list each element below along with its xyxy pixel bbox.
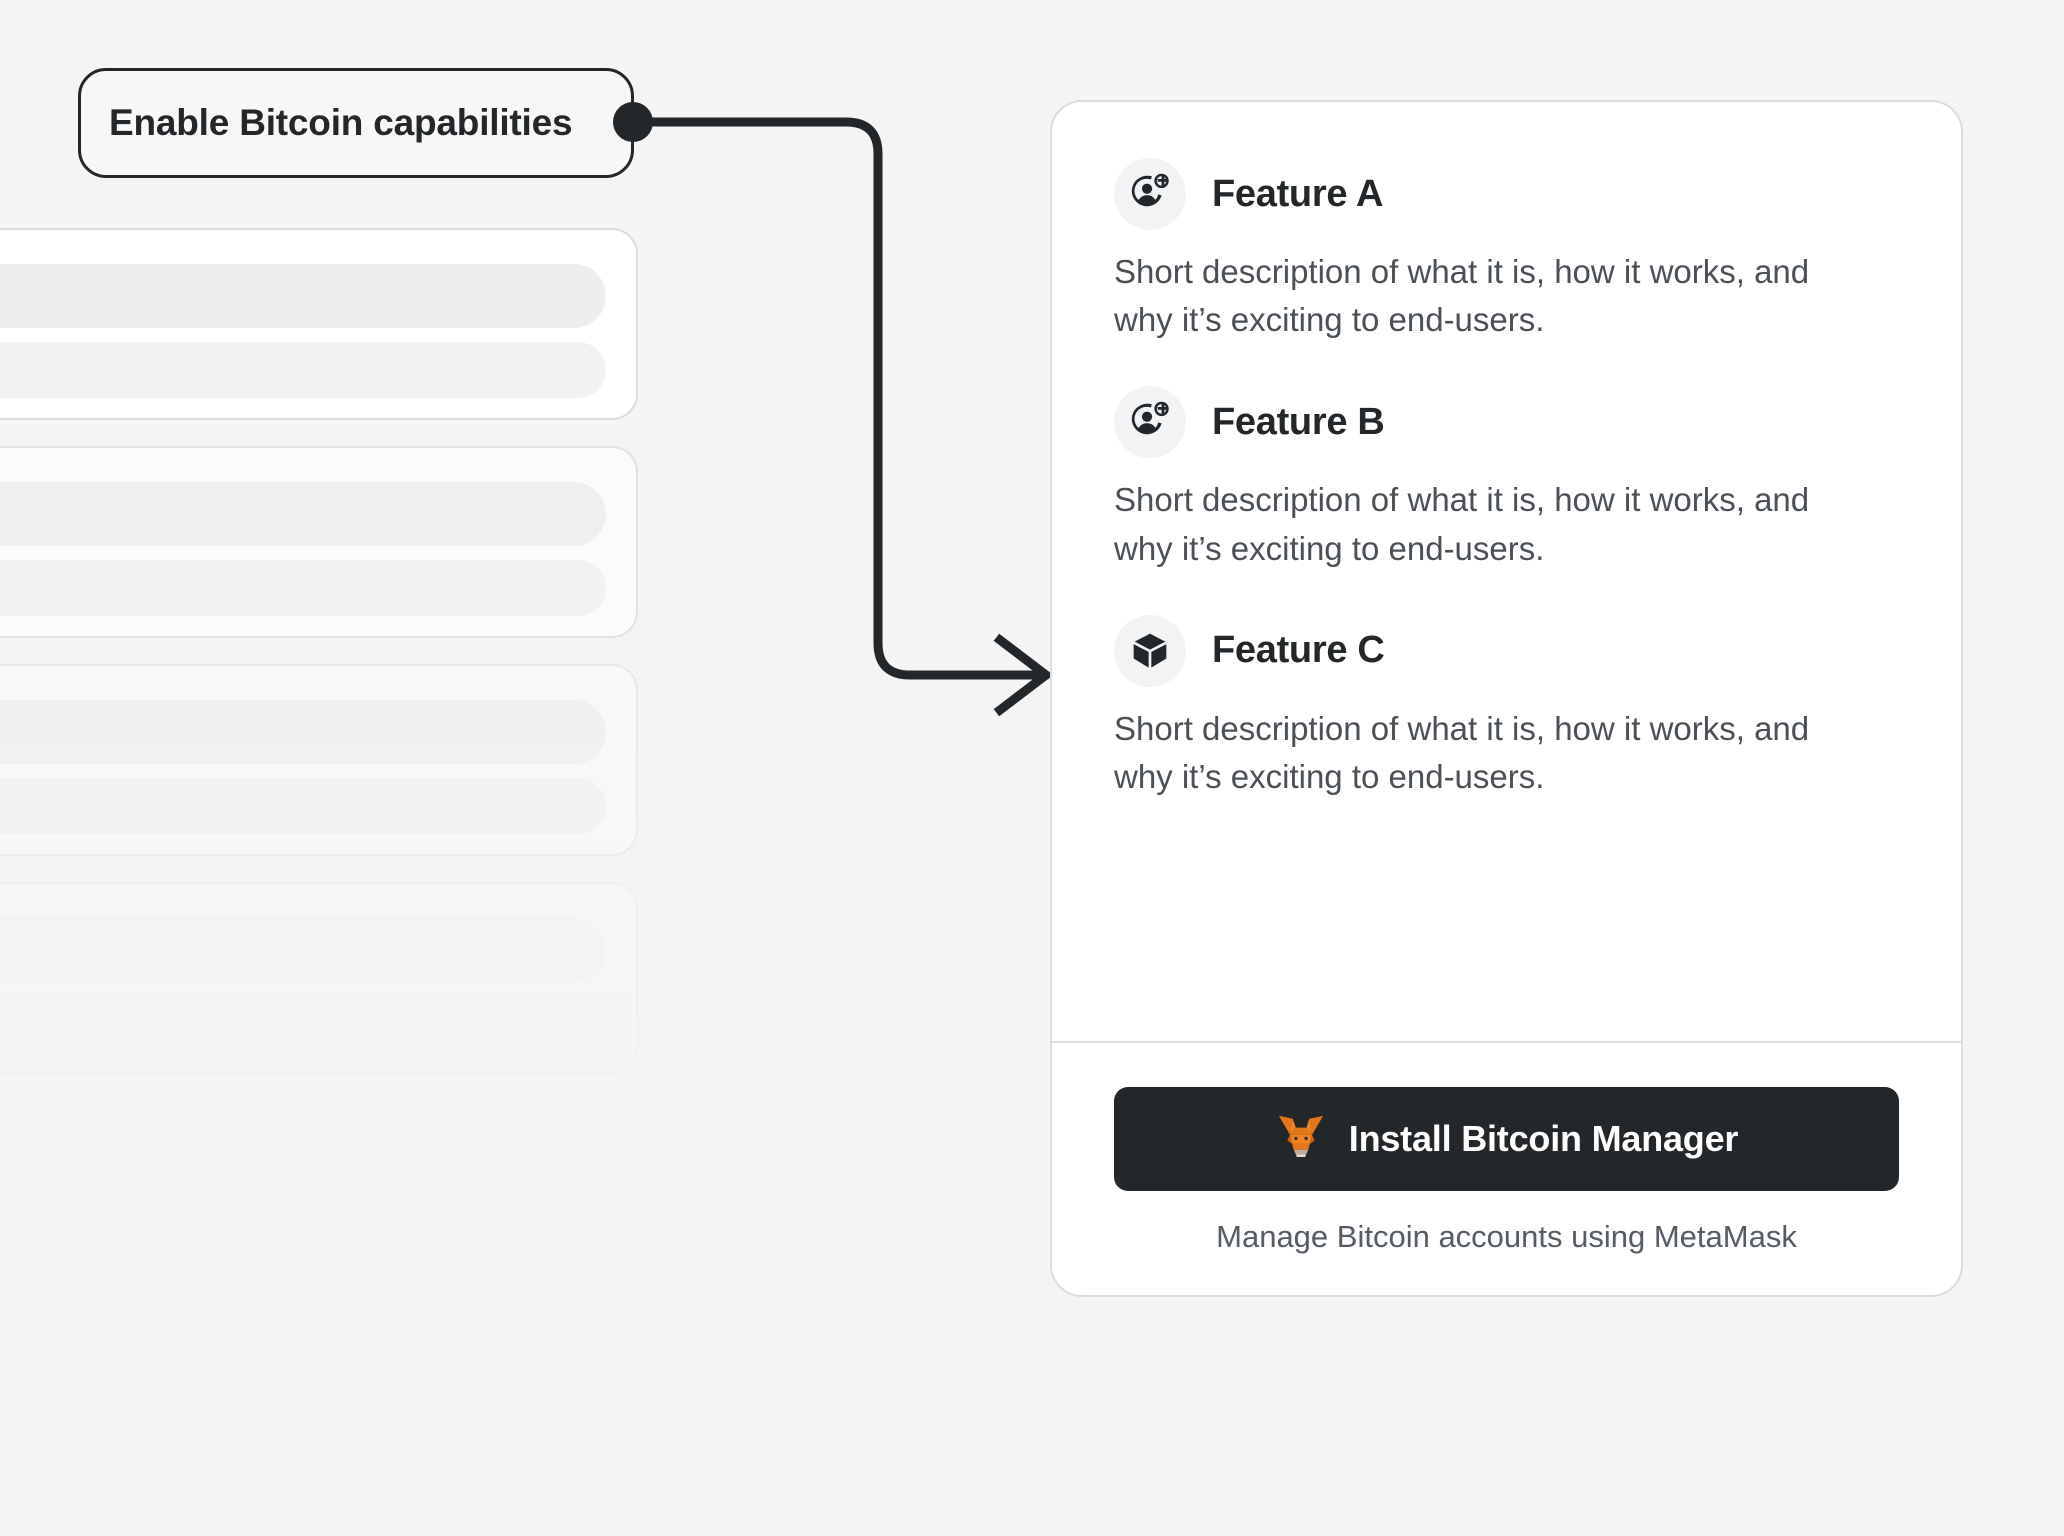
skeleton-card bbox=[0, 882, 638, 1074]
skeleton-bar-primary bbox=[0, 918, 606, 982]
skeleton-bar-primary bbox=[0, 1136, 606, 1200]
feature-item: Feature C Short description of what it i… bbox=[1114, 614, 1899, 801]
skeleton-bar-secondary bbox=[0, 1432, 606, 1488]
feature-header: Feature A bbox=[1114, 158, 1899, 230]
skeleton-card bbox=[0, 1318, 638, 1510]
skeleton-bar-secondary bbox=[0, 778, 606, 834]
skeleton-bar-secondary bbox=[0, 1214, 606, 1270]
skeleton-bar-primary bbox=[0, 482, 606, 546]
feature-description: Short description of what it is, how it … bbox=[1114, 481, 1810, 567]
skeleton-bar-secondary bbox=[0, 342, 606, 398]
cube-icon bbox=[1114, 614, 1186, 687]
card-divider bbox=[1052, 1041, 1961, 1043]
feature-card: Feature A Short description of what it i… bbox=[1050, 100, 1963, 1297]
skeleton-card bbox=[0, 446, 638, 638]
install-bitcoin-manager-button[interactable]: Install Bitcoin Manager bbox=[1114, 1087, 1899, 1191]
skeleton-card bbox=[0, 664, 638, 856]
skeleton-bar-secondary bbox=[0, 560, 606, 616]
feature-description: Short description of what it is, how it … bbox=[1114, 253, 1810, 339]
callout-label-text: Enable Bitcoin capabilities bbox=[109, 102, 573, 143]
skeleton-bar-secondary bbox=[0, 996, 606, 1052]
feature-description: Short description of what it is, how it … bbox=[1114, 709, 1810, 795]
feature-item: Feature A Short description of what it i… bbox=[1114, 158, 1899, 344]
feature-header: Feature B bbox=[1114, 386, 1899, 459]
feature-header: Feature C bbox=[1114, 614, 1899, 687]
install-caption: Manage Bitcoin accounts using MetaMask bbox=[1216, 1219, 1797, 1254]
callout-label: Enable Bitcoin capabilities bbox=[78, 68, 634, 178]
skeleton-card bbox=[0, 228, 638, 420]
skeleton-card-stack bbox=[0, 228, 638, 1536]
install-button-label: Install Bitcoin Manager bbox=[1348, 1118, 1739, 1159]
skeleton-bar-primary bbox=[0, 1354, 606, 1418]
skeleton-card bbox=[0, 1100, 638, 1292]
skeleton-bar-primary bbox=[0, 264, 606, 328]
skeleton-bar-primary bbox=[0, 700, 606, 764]
user-add-icon bbox=[1114, 386, 1186, 459]
user-add-icon bbox=[1114, 158, 1186, 230]
feature-list: Feature A Short description of what it i… bbox=[1052, 102, 1961, 1041]
metamask-fox-icon bbox=[1275, 1113, 1327, 1166]
feature-title: Feature A bbox=[1212, 172, 1384, 215]
feature-item: Feature B Short description of what it i… bbox=[1114, 386, 1899, 572]
feature-title: Feature C bbox=[1212, 629, 1385, 672]
card-footer: Install Bitcoin Manager Manage Bitcoin a… bbox=[1052, 1043, 1961, 1295]
feature-title: Feature B bbox=[1212, 400, 1385, 443]
